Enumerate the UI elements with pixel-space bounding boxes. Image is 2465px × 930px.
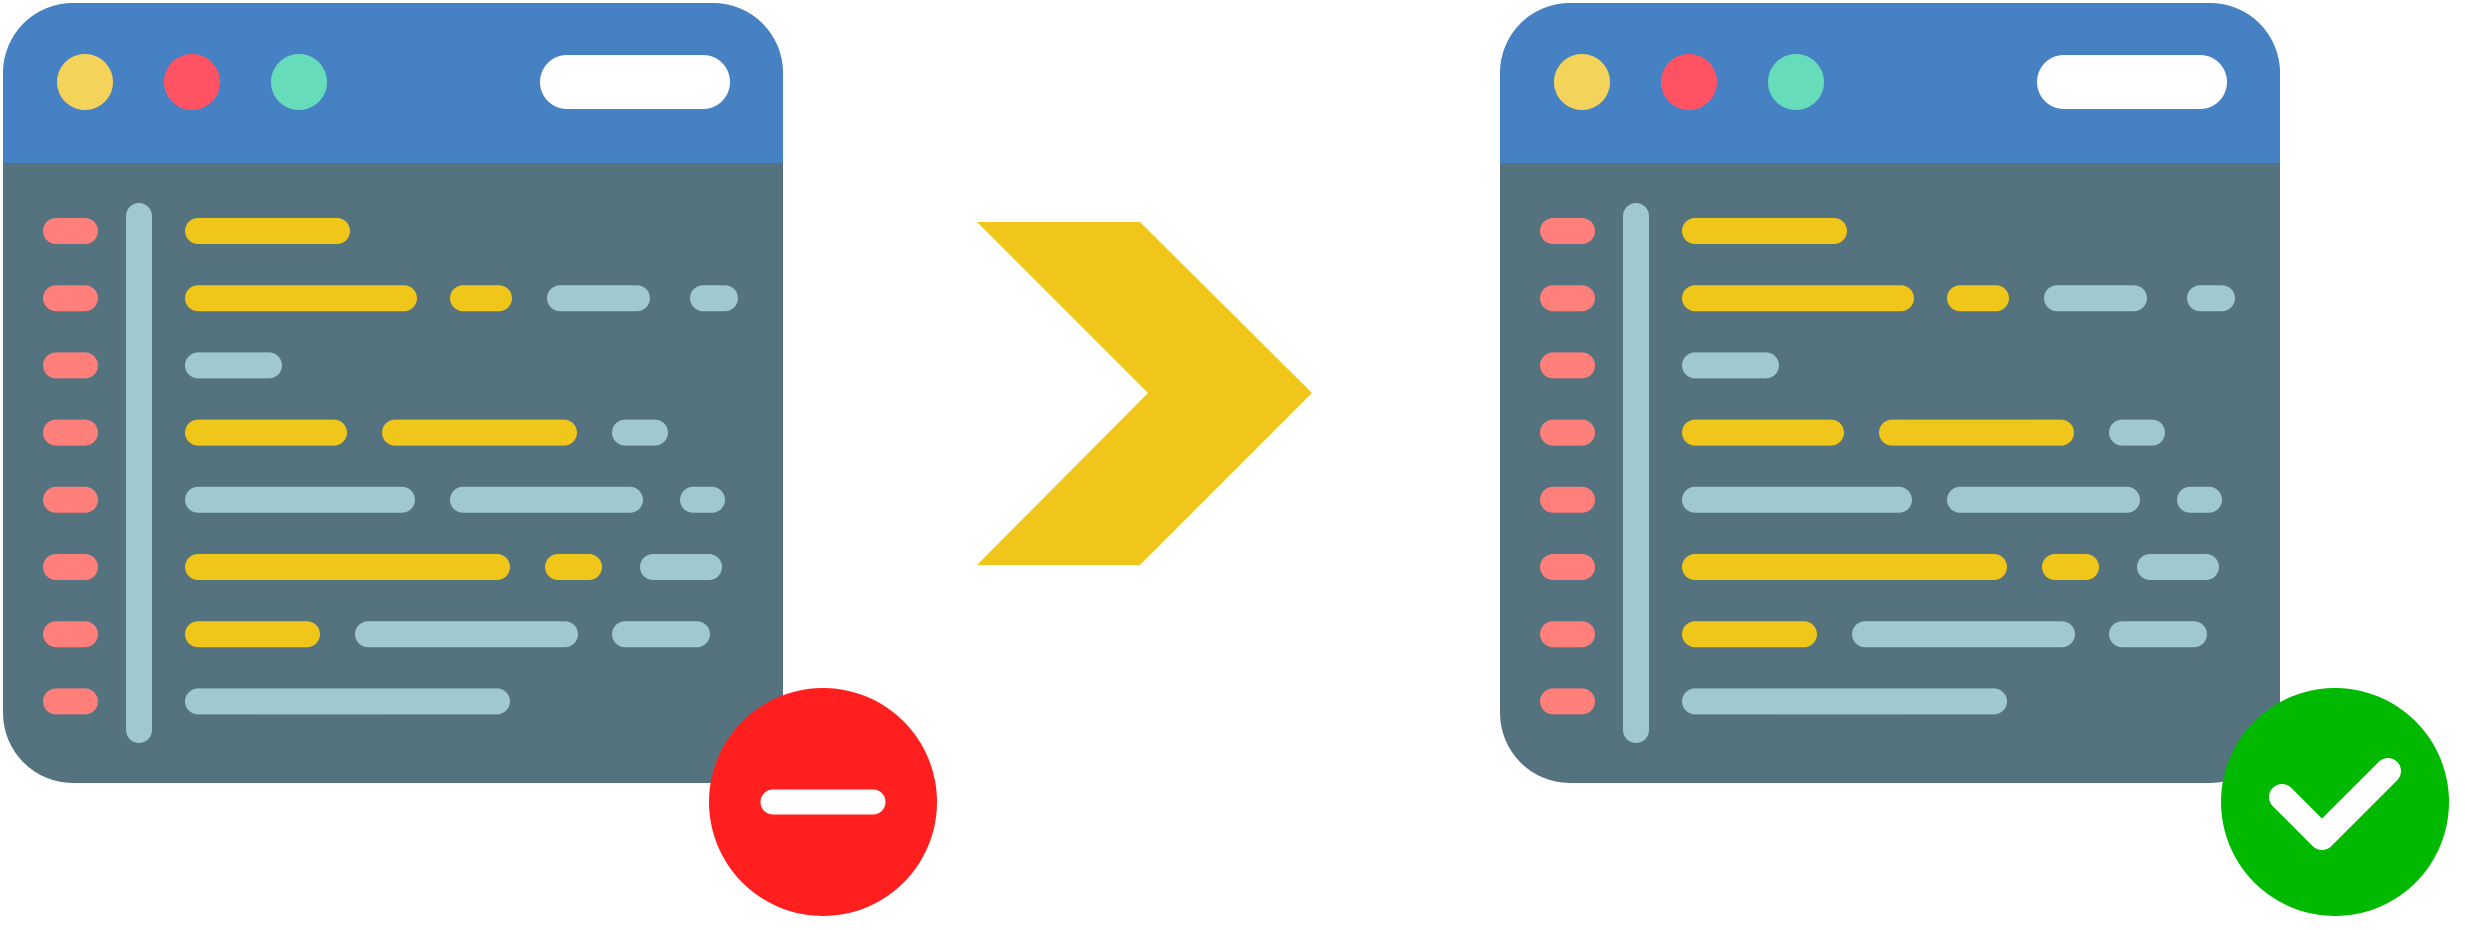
code-line-segment (185, 285, 417, 312)
before-window (3, 3, 783, 783)
success-badge (2221, 688, 2449, 916)
line-number-marker (1540, 352, 1595, 379)
code-line-segment (355, 621, 578, 648)
line-number-marker (43, 352, 98, 379)
line-number-marker (43, 688, 98, 715)
line-number-marker (1540, 688, 1595, 715)
line-number-marker (1540, 419, 1595, 446)
close-dot-icon (164, 54, 220, 110)
code-line-segment (1682, 688, 2007, 715)
code-line-segment (1947, 486, 2140, 513)
code-line-segment (185, 218, 350, 244)
code-line-segment (1682, 554, 2007, 580)
code-line-segment (185, 688, 510, 715)
code-line-segment (2042, 554, 2099, 580)
code-line-segment (547, 285, 650, 312)
code-line-segment (545, 554, 602, 580)
code-line-segment (2044, 285, 2147, 312)
address-bar (2037, 55, 2227, 109)
line-number-marker (43, 285, 98, 312)
code-line-segment (2137, 554, 2219, 580)
address-bar (540, 55, 730, 109)
code-line-segment (1682, 621, 1817, 648)
code-line-segment (1852, 621, 2075, 648)
code-line-segment (1682, 218, 1847, 244)
maximize-dot-icon (1768, 54, 1824, 110)
code-line-segment (450, 486, 643, 513)
line-number-marker (1540, 486, 1595, 513)
code-line-segment (185, 352, 282, 379)
maximize-dot-icon (271, 54, 327, 110)
minimize-dot-icon (1554, 54, 1610, 110)
line-number-marker (1540, 285, 1595, 312)
line-number-marker (43, 486, 98, 513)
code-line-segment (1947, 285, 2009, 312)
code-line-segment (1682, 486, 1912, 513)
gutter-divider (126, 203, 152, 743)
code-line-segment (382, 419, 577, 446)
code-line-segment (1879, 419, 2074, 446)
code-line-segment (2187, 285, 2235, 312)
line-number-marker (1540, 621, 1595, 648)
chevron-right-icon (977, 222, 1312, 565)
line-number-marker (43, 419, 98, 446)
window-frame (3, 3, 783, 783)
line-number-marker (43, 621, 98, 648)
code-line-segment (450, 285, 512, 312)
code-line-segment (1682, 352, 1779, 379)
code-line-segment (612, 621, 710, 648)
error-badge (709, 688, 937, 916)
code-line-segment (2177, 486, 2222, 513)
code-line-segment (1682, 285, 1914, 312)
line-number-marker (1540, 218, 1595, 244)
after-window (1500, 3, 2280, 783)
code-line-segment (2109, 419, 2165, 446)
code-line-segment (2109, 621, 2207, 648)
code-line-segment (1682, 419, 1844, 446)
minus-icon (760, 789, 886, 815)
checkmark-icon (2269, 758, 2401, 850)
code-line-segment (690, 285, 738, 312)
code-line-segment (640, 554, 722, 580)
line-number-marker (43, 554, 98, 580)
line-number-marker (1540, 554, 1595, 580)
code-line-segment (185, 486, 415, 513)
code-line-segment (680, 486, 725, 513)
minimize-dot-icon (57, 54, 113, 110)
code-line-segment (185, 554, 510, 580)
code-line-segment (185, 621, 320, 648)
gutter-divider (1623, 203, 1649, 743)
code-line-segment (612, 419, 668, 446)
window-frame (1500, 3, 2280, 783)
code-line-segment (185, 419, 347, 446)
badge-circle (2221, 688, 2449, 916)
close-dot-icon (1661, 54, 1717, 110)
line-number-marker (43, 218, 98, 244)
